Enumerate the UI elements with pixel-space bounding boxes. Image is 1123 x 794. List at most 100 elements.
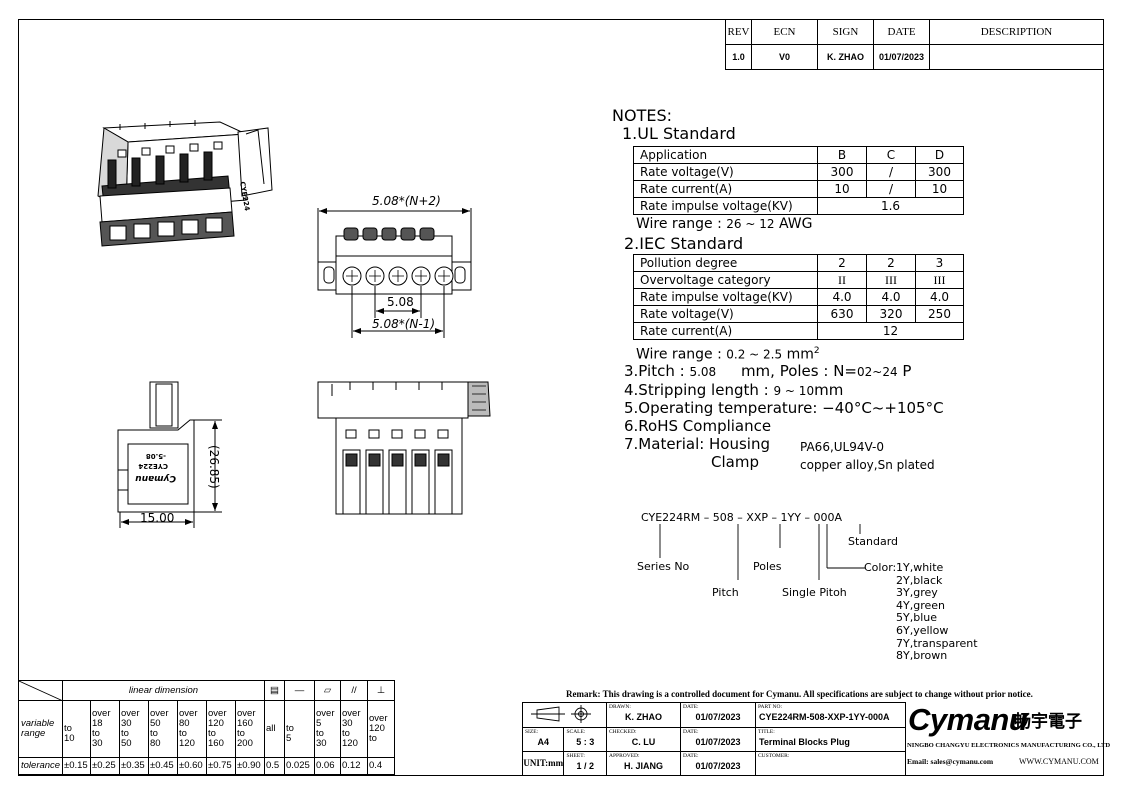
code-pitch: 508 (712, 511, 734, 524)
corner-diagonal (19, 681, 63, 701)
checked-cell: CHECKED:C. LU (606, 727, 681, 752)
ecn-header: ECN (751, 19, 818, 45)
company-email: Email: sales@cymanu.com (907, 757, 994, 766)
drawing-frame (18, 19, 1104, 776)
ul-cell: 1.6 (817, 197, 964, 215)
sym-parallel-icon: // (340, 680, 368, 701)
remark-text: Remark: This drawing is a controlled doc… (566, 689, 1033, 699)
brand-logo-cn: 畅宇電子 (1014, 712, 1082, 732)
ul-spec-table: Application B C D Rate voltage(V) 300 / … (633, 146, 964, 215)
iec-cell: Rate voltage(V) (633, 305, 818, 323)
poles-label: N= (833, 362, 857, 380)
code-series: CYE224RM (641, 511, 701, 524)
tolerance-table: linear dimension ▤ — ▱ // ⊥ variable ran… (18, 680, 395, 775)
iec-cell: 2 (866, 254, 916, 272)
sign-value: K. ZHAO (817, 44, 874, 70)
iec-cell: 320 (866, 305, 916, 323)
variable-label: variable range (18, 700, 63, 758)
ul-cell: Rate impulse voltage(KV) (633, 197, 818, 215)
company-name: NINGBO CHANGYU ELECTRONICS MANUFACTURING… (907, 742, 1111, 749)
front-view: 5.08*(N+2) 5.08 5.08*(N-1) (317, 194, 472, 338)
housing-label: Housing (709, 435, 770, 453)
dim-depth: 15.00 (140, 511, 174, 525)
side-view: 15.00 (26.85) -5.08 CYE224 Cymanu (117, 381, 222, 528)
tol-value: 0.5 (264, 757, 285, 775)
ul-cell: 10 (915, 180, 964, 198)
color-item: 2Y,black (896, 573, 943, 587)
ul-cell: / (866, 180, 916, 198)
approved-date-cell: DATE:01/07/2023 (680, 751, 756, 776)
brand-block: Cymanu 畅宇電子 NINGBO CHANGYU ELECTRONICS M… (905, 702, 1110, 774)
sym-perpendicular-icon: ⊥ (367, 680, 395, 701)
iec-cell: Pollution degree (633, 254, 818, 272)
ul-wire-value: 26 ~ 12 (726, 217, 775, 231)
color-item: 1Y,white (896, 561, 944, 574)
iec-wire-value: 0.2 ~ 2.5 (726, 347, 783, 362)
dim-span: 5.08*(N-1) (372, 317, 435, 331)
code-poles: XXP (746, 511, 769, 524)
code-color: 1YY (780, 511, 801, 524)
part-code-leaders (659, 524, 865, 580)
partno-cell: PART NO:CYE224RM-508-XXP-1YY-000A (755, 702, 906, 728)
ul-wire-range: Wire range : 26 ~ 12 AWG (636, 217, 812, 231)
label-poles: Poles (753, 560, 782, 573)
ul-cell: C (866, 146, 916, 164)
projection-icon (531, 705, 591, 723)
strip-note: 4.Stripping length : 9 ~ 10mm (624, 383, 843, 398)
rev-header: REV (725, 19, 752, 45)
checked-date-cell: DATE:01/07/2023 (680, 727, 756, 752)
iec-wire-label: Wire range : (636, 346, 722, 363)
ul-cell: 300 (915, 163, 964, 181)
tol-value: 0.025 (284, 757, 315, 775)
label-single: Single Pitoh (782, 586, 847, 599)
label-series: Series No (637, 560, 690, 573)
scale-cell: SCALE:5 : 3 (563, 727, 607, 752)
rev-value: 1.0 (725, 44, 752, 70)
ul-cell: B (817, 146, 867, 164)
sym-flatness-icon: ▤ (264, 680, 285, 701)
unit-cell: UNIT:mm (521, 751, 565, 776)
sign-header: SIGN (817, 19, 874, 45)
linear-header: linear dimension (62, 680, 265, 701)
tol-value: ±0.35 (119, 757, 149, 775)
part-code: CYE224RM – 508 – XXP – 1YY – 000A (641, 512, 842, 523)
strip-label: 4.Stripping length : (624, 381, 769, 399)
company-website: WWW.CYMANU.COM (1019, 757, 1099, 766)
iec-cell: III (866, 271, 916, 289)
sym-parallelogram-icon: ▱ (314, 680, 341, 701)
title-block: DRAWN:K. ZHAO DATE:01/07/2023 PART NO:CY… (521, 702, 906, 776)
sheet-cell: SHEET:1 / 2 (563, 751, 607, 776)
dim-pitch: 5.08 (387, 295, 414, 309)
date-value: 01/07/2023 (873, 44, 930, 70)
tol-value: 0.06 (314, 757, 341, 775)
tol-value: ±0.25 (90, 757, 120, 775)
iec-title: 2.IEC Standard (624, 234, 744, 253)
date-header: DATE (873, 19, 930, 45)
code-sep: – (804, 511, 810, 524)
temp-note: 5.Operating temperature: −40°C~+105°C (624, 399, 944, 417)
ul-cell: Rate current(A) (633, 180, 818, 198)
ul-cell: 300 (817, 163, 867, 181)
iec-cell: II (817, 271, 867, 289)
size-cell: SIZE:A4 (521, 727, 565, 752)
clamp-label: Clamp (711, 453, 759, 471)
rohs-note: 6.RoHS Compliance (624, 417, 772, 435)
ul-cell: Application (633, 146, 818, 164)
tolerance-label: tolerance (18, 757, 63, 775)
ul-wire-label: Wire range : (636, 216, 722, 232)
iec-cell: 2 (817, 254, 867, 272)
side-part-sub: -5.08 (146, 452, 166, 460)
ul-cell: / (866, 163, 916, 181)
pitch-label: 3.Pitch : (624, 362, 685, 380)
tol-value: ±0.45 (148, 757, 178, 775)
technical-drawings: CYE224 5.08*(N+2) 5.08 5.08*(N- (97, 120, 491, 528)
color-item: 6Y,yellow (896, 623, 949, 637)
strip-unit: mm (814, 381, 844, 399)
color-item: 4Y,green (896, 598, 945, 612)
